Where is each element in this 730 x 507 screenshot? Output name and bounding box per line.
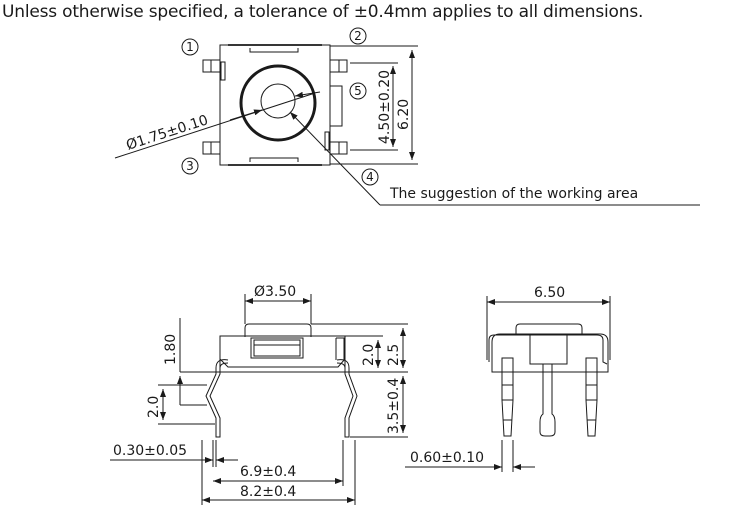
dim-width-6-50: 6.50 <box>534 285 565 301</box>
pin-4 <box>324 131 348 155</box>
callout-working-area: The suggestion of the working area <box>389 186 638 202</box>
side-pin-right <box>585 357 598 437</box>
dim-2-0-bend: 2.0 <box>146 396 162 418</box>
dim-lead-thickness: 0.30±0.05 <box>113 443 187 459</box>
actuator-outer <box>239 64 317 142</box>
dim-total-2-5: 2.5 <box>386 344 402 366</box>
marker-3: 3 <box>181 157 199 175</box>
pin-2 <box>329 59 348 73</box>
dim-pin-width: 0.60±0.10 <box>410 450 484 466</box>
dim-pitch-4-50: 4.50±0.20 <box>377 70 393 144</box>
tolerance-note: Unless otherwise specified, a tolerance … <box>2 2 644 22</box>
marker-4: 4 <box>361 168 379 186</box>
svg-text:3: 3 <box>186 159 194 173</box>
dim-diameter-1-75: Ø1.75±0.10 <box>124 112 210 154</box>
pin-3 <box>202 141 221 155</box>
working-area <box>260 83 296 119</box>
svg-text:1: 1 <box>186 40 194 54</box>
side-view: 6.50 0.60±0.10 <box>405 285 611 472</box>
right-lead <box>336 359 358 438</box>
marker-2: 2 <box>349 27 367 45</box>
front-view: Ø3.50 2.0 2.5 3.5±0.4 1.80 2.0 0.30±0.05… <box>110 284 408 505</box>
dim-lead-3-5: 3.5±0.4 <box>386 378 402 434</box>
dim-height-6-20: 6.20 <box>396 99 412 130</box>
marker-5: 5 <box>349 82 367 100</box>
actuator-cap <box>244 323 312 337</box>
dim-cap-diameter: Ø3.50 <box>254 284 296 300</box>
pin-1 <box>202 59 226 81</box>
side-pin-left <box>501 357 514 437</box>
dim-1-80: 1.80 <box>163 334 179 365</box>
svg-text:4: 4 <box>366 170 374 184</box>
left-lead <box>205 359 229 438</box>
svg-text:2: 2 <box>354 29 362 43</box>
svg-text:5: 5 <box>354 84 362 98</box>
dim-8-2: 8.2±0.4 <box>240 484 296 500</box>
top-view: Ø1.75±0.10 The suggestion of the working… <box>114 27 700 206</box>
dim-6-9: 6.9±0.4 <box>240 464 296 480</box>
marker-1: 1 <box>181 38 199 56</box>
dim-body-2-0: 2.0 <box>361 344 377 366</box>
